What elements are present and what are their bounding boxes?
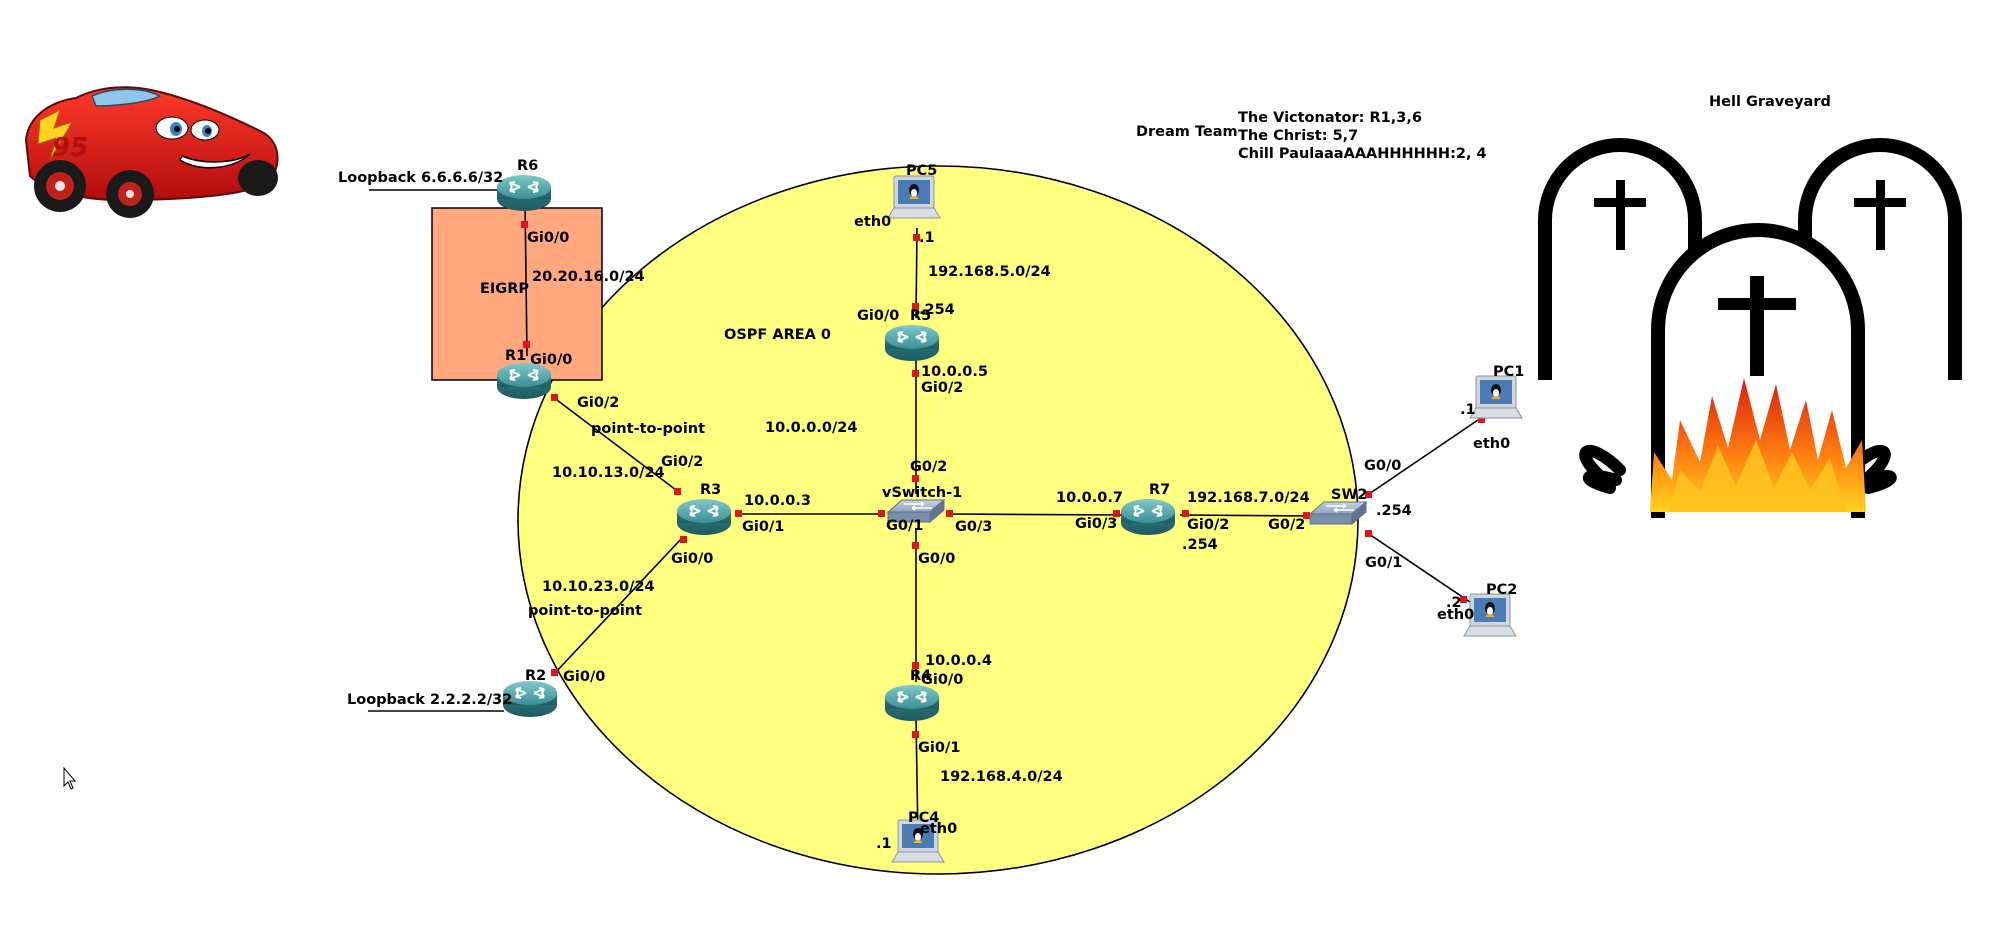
mouse-cursor-icon bbox=[63, 766, 77, 790]
link-r1-r3[interactable] bbox=[552, 396, 681, 494]
device-label-r6: R6 bbox=[517, 158, 538, 174]
port-r2-gi00: Gi0/0 bbox=[563, 669, 605, 685]
router-r1[interactable] bbox=[496, 362, 552, 400]
race-car-illustration: 95 bbox=[24, 86, 279, 218]
router-r3[interactable] bbox=[676, 498, 732, 536]
svg-text:95: 95 bbox=[52, 133, 88, 163]
eigrp-area-label: EIGRP bbox=[480, 281, 529, 297]
link-r3-r2[interactable] bbox=[553, 536, 684, 675]
port-sw1-g01: G0/1 bbox=[886, 518, 923, 534]
pc2-eth0: eth0 bbox=[1437, 607, 1474, 623]
port-r4-gi01: Gi0/1 bbox=[918, 740, 960, 756]
port-r3-gi01: Gi0/1 bbox=[742, 519, 784, 535]
device-label-r5: R5 bbox=[910, 308, 931, 324]
port-r6-gi00: Gi0/0 bbox=[527, 230, 569, 246]
port-r4-gi00: Gi0/0 bbox=[921, 672, 963, 688]
port-r5-gi00: Gi0/0 bbox=[857, 308, 899, 324]
loopback-r6-label: Loopback 6.6.6.6/32 bbox=[338, 170, 503, 186]
p2p-label-1: point-to-point bbox=[591, 421, 705, 437]
pc4-eth0: eth0 bbox=[920, 821, 957, 837]
team-heading: Dream Team bbox=[1136, 124, 1238, 140]
port-sw1-g03: G0/3 bbox=[955, 519, 992, 535]
team-member-3: Chill PaulaaaAAAHHHHHH:2, 4 bbox=[1238, 146, 1487, 162]
pc1-ip: .1 bbox=[1460, 402, 1476, 418]
device-label-pc5: PC5 bbox=[906, 163, 937, 179]
ospf-area-ellipse bbox=[517, 165, 1359, 875]
device-label-sw2: SW2 bbox=[1331, 487, 1368, 503]
port-r7-gi03: Gi0/3 bbox=[1075, 516, 1117, 532]
link-sw2-pc1[interactable] bbox=[1365, 419, 1479, 497]
port-sw1-g00: G0/0 bbox=[918, 551, 955, 567]
graveyard-illustration bbox=[1545, 145, 1955, 518]
r7-254: .254 bbox=[1182, 537, 1218, 553]
ip-r7: 10.0.0.7 bbox=[1056, 490, 1123, 506]
device-label-r4: R4 bbox=[910, 668, 931, 684]
team-member-1: The Victonator: R1,3,6 bbox=[1238, 110, 1422, 126]
pc5-ip: .1 bbox=[919, 230, 935, 246]
ip-r5: 10.0.0.5 bbox=[921, 364, 988, 380]
device-label-pc1: PC1 bbox=[1493, 364, 1524, 380]
device-label-r7: R7 bbox=[1149, 482, 1170, 498]
team-member-2: The Christ: 5,7 bbox=[1238, 128, 1358, 144]
port-r1-gi00: Gi0/0 bbox=[530, 352, 572, 368]
net-pc5-r5: 192.168.5.0/24 bbox=[928, 264, 1051, 280]
port-sw1-g02: G0/2 bbox=[910, 459, 947, 475]
pc1-eth0: eth0 bbox=[1473, 436, 1510, 452]
port-sw2-g01: G0/1 bbox=[1365, 555, 1402, 571]
pc-pc5[interactable] bbox=[887, 175, 941, 219]
device-label-pc2: PC2 bbox=[1486, 582, 1517, 598]
port-markers bbox=[521, 221, 1485, 738]
link-sw2-pc2[interactable] bbox=[1365, 531, 1471, 603]
device-label-vswitch: vSwitch-1 bbox=[882, 485, 962, 501]
port-r5-gi02: Gi0/2 bbox=[921, 380, 963, 396]
p2p-label-2: point-to-point bbox=[528, 603, 642, 619]
port-r7-gi02: Gi0/2 bbox=[1187, 517, 1229, 533]
net-r2-r3: 10.10.23.0/24 bbox=[542, 579, 655, 595]
pc5-eth0: eth0 bbox=[854, 214, 891, 230]
pc4-ip: .1 bbox=[876, 836, 892, 852]
link-r7-sw2[interactable] bbox=[1179, 514, 1311, 517]
pc2-ip: .2 bbox=[1446, 595, 1462, 611]
router-r7[interactable] bbox=[1120, 498, 1176, 536]
device-label-r3: R3 bbox=[700, 482, 721, 498]
net-r1-r6: 20.20.16.0/24 bbox=[532, 269, 645, 285]
graveyard-title: Hell Graveyard bbox=[1709, 94, 1831, 110]
loopback-r2-label: Loopback 2.2.2.2/32 bbox=[347, 692, 512, 708]
device-label-r2: R2 bbox=[525, 668, 546, 684]
backbone-net-label: 10.0.0.0/24 bbox=[765, 420, 857, 436]
ip-r3: 10.0.0.3 bbox=[744, 493, 811, 509]
ip-r4: 10.0.0.4 bbox=[925, 653, 992, 669]
net-r4-pc4: 192.168.4.0/24 bbox=[940, 769, 1063, 785]
r5-254: .254 bbox=[919, 302, 955, 318]
device-label-pc4: PC4 bbox=[908, 810, 939, 826]
pc-pc1[interactable] bbox=[1469, 375, 1523, 419]
diagram-labels: Dream Team The Victonator: R1,3,6 The Ch… bbox=[338, 94, 1831, 852]
port-sw2-g00: G0/0 bbox=[1364, 458, 1401, 474]
port-r3-gi02: Gi0/2 bbox=[661, 454, 703, 470]
router-r4[interactable] bbox=[884, 684, 940, 722]
ospf-area-label: OSPF AREA 0 bbox=[724, 327, 831, 343]
router-r6[interactable] bbox=[496, 174, 552, 212]
sw2-254: .254 bbox=[1376, 503, 1412, 519]
port-r1-gi02: Gi0/2 bbox=[577, 395, 619, 411]
net-r7-sw2: 192.168.7.0/24 bbox=[1187, 490, 1310, 506]
router-r5[interactable] bbox=[884, 324, 940, 362]
link-sw1-r7[interactable] bbox=[945, 513, 1125, 516]
device-label-r1: R1 bbox=[505, 348, 526, 364]
port-r3-gi00: Gi0/0 bbox=[671, 551, 713, 567]
net-r1-r3: 10.10.13.0/24 bbox=[552, 465, 665, 481]
port-sw2-g02: G0/2 bbox=[1268, 517, 1305, 533]
